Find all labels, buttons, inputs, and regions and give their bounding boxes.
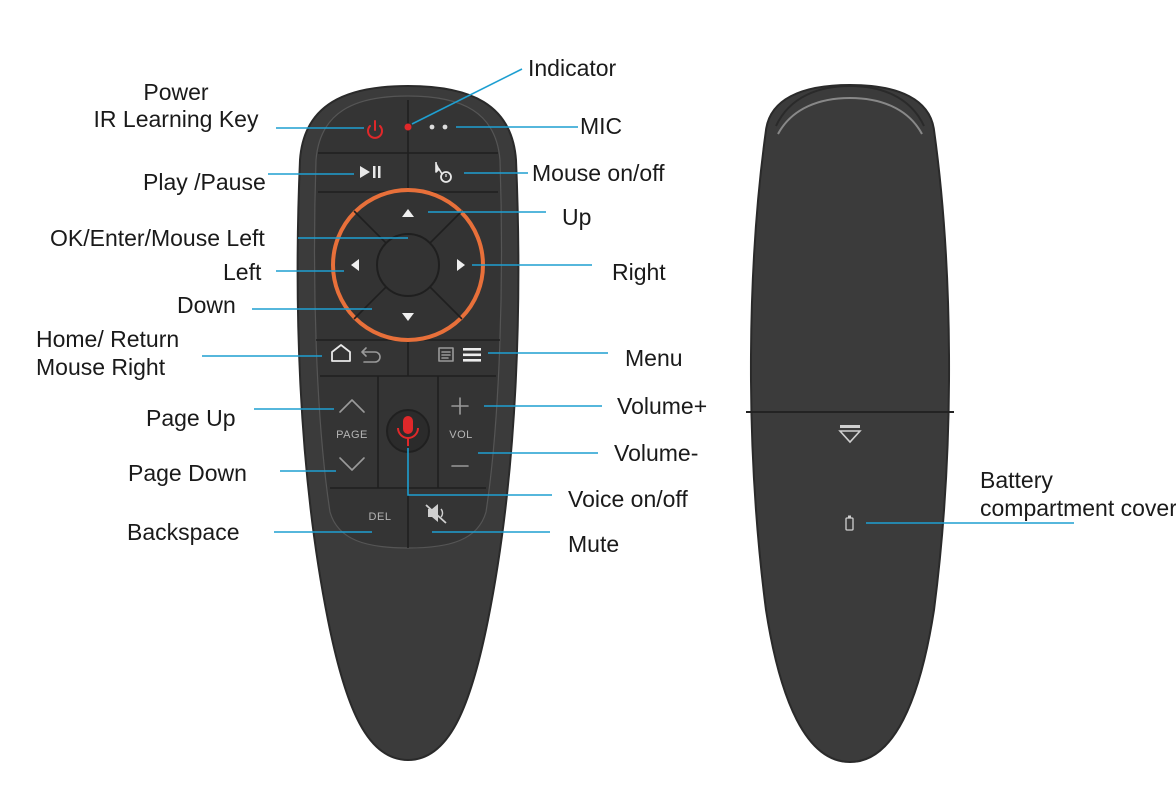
return-icon[interactable] — [361, 347, 381, 363]
page-button-text: PAGE — [336, 429, 368, 441]
back-remote — [746, 83, 954, 764]
home-icon[interactable] — [331, 344, 351, 362]
leader-lines — [202, 68, 1074, 533]
label-page-up: Page Up — [146, 405, 236, 431]
menu-icon[interactable] — [463, 348, 481, 362]
mouse-cursor-icon[interactable] — [435, 162, 452, 183]
left-arrow-icon[interactable] — [351, 259, 359, 271]
label-up: Up — [562, 204, 591, 230]
label-voice-on-off: Voice on/off — [568, 486, 688, 512]
label-mouse-on-off: Mouse on/off — [532, 160, 665, 186]
label-battery-cover: compartment cover — [980, 495, 1176, 521]
mute-icon[interactable] — [425, 504, 447, 524]
front-remote: PAGE VOL DEL — [296, 84, 520, 762]
label-mic: MIC — [580, 113, 622, 139]
indicator-light — [404, 123, 412, 131]
label-page-down: Page Down — [128, 460, 247, 486]
label-volume-plus: Volume+ — [617, 393, 707, 419]
cover-release-icon[interactable] — [838, 425, 862, 444]
vol-button-text: VOL — [449, 429, 473, 441]
label-right: Right — [612, 259, 666, 285]
plus-icon[interactable] — [451, 397, 469, 415]
ok-button[interactable] — [376, 233, 440, 297]
labels: Power IR Learning Key Indicator MIC Play… — [36, 55, 1176, 557]
label-mouse-right: Mouse Right — [36, 354, 166, 380]
page-up-chevron-icon[interactable] — [339, 399, 365, 413]
right-arrow-icon[interactable] — [457, 259, 465, 271]
microphone-icon — [397, 416, 419, 446]
label-left: Left — [223, 259, 262, 285]
up-arrow-icon[interactable] — [402, 209, 414, 217]
power-icon[interactable] — [367, 120, 383, 139]
list-icon[interactable] — [438, 347, 454, 362]
label-power: Power — [143, 79, 209, 105]
label-home-return: Home/ Return — [36, 326, 179, 352]
down-arrow-icon[interactable] — [402, 313, 414, 321]
label-menu: Menu — [625, 345, 683, 371]
label-ir-learning: IR Learning Key — [94, 106, 259, 132]
label-backspace: Backspace — [127, 519, 240, 545]
label-down: Down — [177, 292, 236, 318]
play-pause-icon[interactable] — [360, 166, 381, 178]
label-battery: Battery — [980, 467, 1053, 493]
label-volume-minus: Volume- — [614, 440, 698, 466]
label-mute: Mute — [568, 531, 619, 557]
back-remote-top-ridge — [777, 96, 923, 135]
label-ok-enter: OK/Enter/Mouse Left — [50, 225, 265, 251]
back-remote-body — [749, 83, 951, 764]
battery-icon — [845, 515, 854, 531]
mic-holes-icon — [429, 124, 448, 130]
page-down-chevron-icon[interactable] — [339, 457, 365, 471]
del-button-text: DEL — [369, 511, 392, 523]
label-indicator: Indicator — [528, 55, 617, 81]
label-play-pause: Play /Pause — [143, 169, 266, 195]
